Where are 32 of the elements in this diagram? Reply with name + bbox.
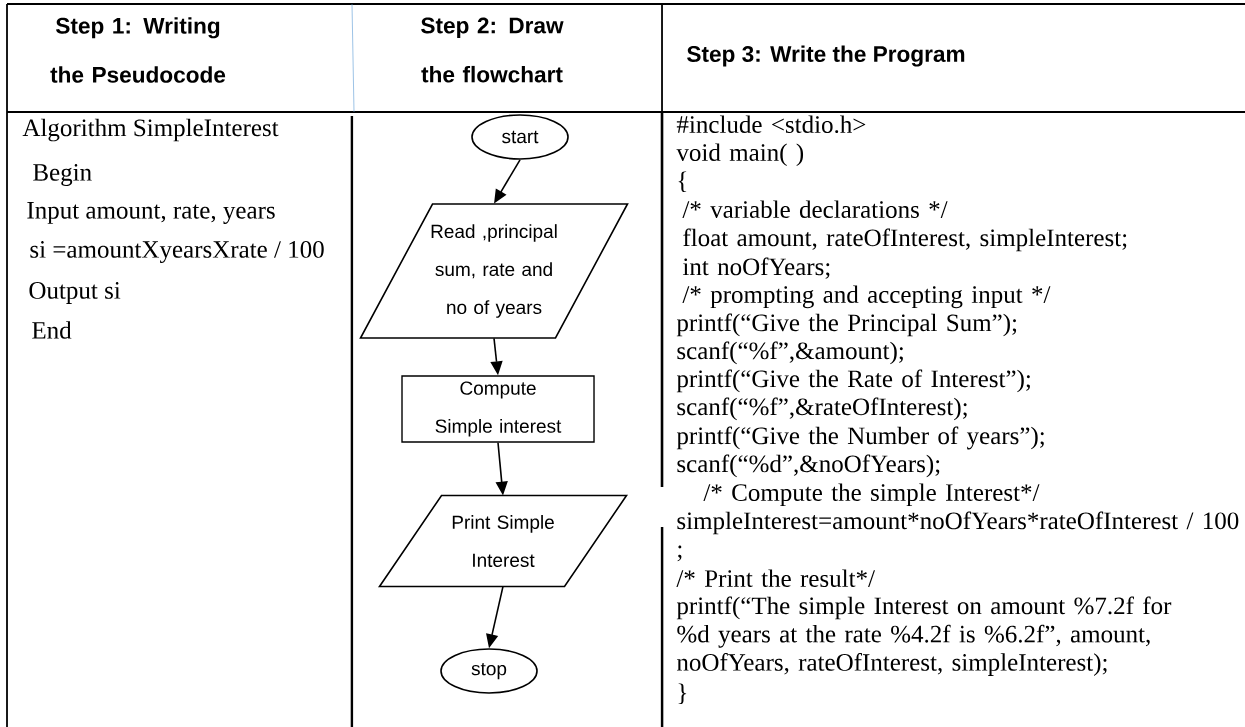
code-line: scanf(“%f”,&amount);	[677, 341, 903, 365]
code-line: printf(“Give the Principal Sum”);	[676, 313, 1017, 337]
code-line: scanf(“%f”,&rateOfInterest);	[677, 397, 967, 421]
column-heading: Step 1: Writing the Pseudocode	[50, 17, 226, 83]
code-line: /* prompting and accepting input */	[682, 285, 1051, 309]
code-line: simpleInterest=amount*noOfYears*rateOfInterest / 100 ;	[677, 511, 1239, 562]
code-line: /* variable declarations */	[682, 200, 948, 218]
code-line: printf(“Give the Number of years”);	[676, 426, 1044, 450]
code-line: void main( )	[676, 143, 804, 167]
code-line: int noOfYears;	[682, 257, 830, 279]
io-parallelogram: Read ,principal sum, rate and no of years	[359, 203, 629, 339]
column-heading: Step 2: Draw the flowchart	[421, 17, 564, 83]
pseudocode-line: Output si	[29, 282, 121, 304]
pseudocode-line: End	[32, 321, 72, 339]
terminal-oval: stop	[440, 648, 538, 694]
code-line: }	[678, 683, 687, 705]
terminal-oval: start	[471, 114, 569, 160]
code-line: float amount, rateOfInterest, simpleInterest;	[683, 228, 1127, 252]
code-line: #include <stdio.h>	[676, 115, 866, 134]
code-line: {	[678, 171, 687, 193]
pseudocode-line: Algorithm SimpleInterest	[22, 118, 279, 142]
code-line: /* Print the result*/	[676, 569, 875, 587]
code-line: /* Compute the simple Interest*/	[703, 483, 1040, 507]
pseudocode-line: Begin	[33, 164, 92, 186]
code-line: printf(“The simple Interest on amount %7.2f for %d years at the rate %4.2f is %6.2f”, amount, noOfYears, rateOfInterest, simpleInterest);	[676, 596, 1172, 676]
code-line: scanf(“%d”,&noOfYears);	[677, 454, 940, 478]
pseudocode-line: si =amountXyearsXrate / 100	[30, 241, 324, 263]
io-parallelogram: Print Simple Interest	[378, 494, 629, 588]
code-line: printf(“Give the Rate of Interest”);	[676, 369, 1030, 393]
pseudocode-line: Input amount, rate, years	[27, 202, 275, 224]
process-box: Compute Simple interest	[401, 375, 595, 443]
column-heading: Step 3: Write the Program	[687, 45, 965, 67]
